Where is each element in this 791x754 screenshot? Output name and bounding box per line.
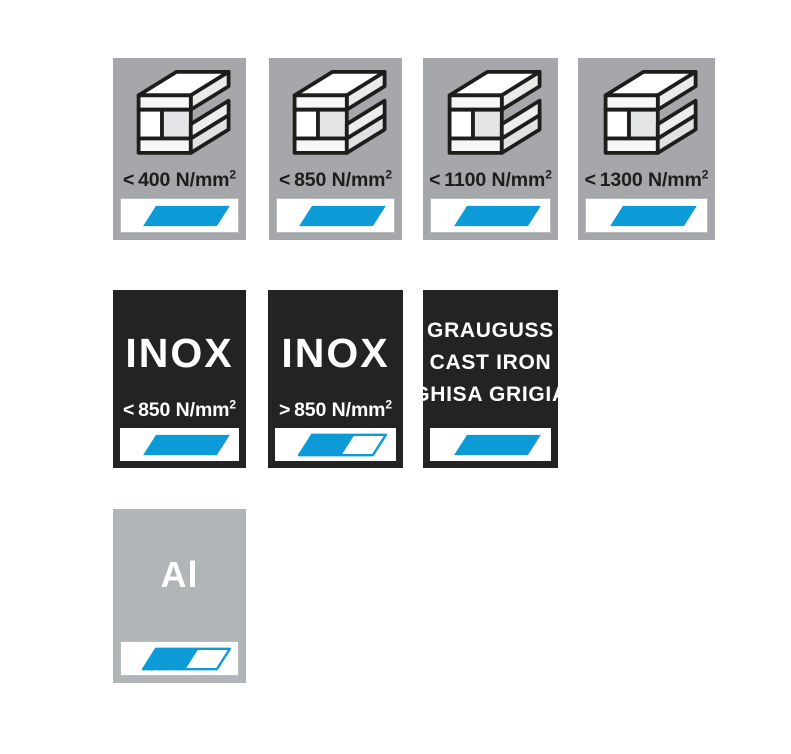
tile-artwork: [113, 58, 246, 171]
caption-unit: N/mm: [331, 398, 386, 421]
swatch-strip-wrap: [268, 428, 403, 468]
caption-unit: N/mm: [175, 398, 230, 421]
swatch-strip: [120, 198, 239, 233]
swatch-strip: [275, 428, 396, 461]
tile-steel-850[interactable]: < 850 N/mm2: [269, 58, 402, 240]
tile-inox-below-850[interactable]: INOX < 850 N/mm2: [113, 290, 246, 468]
caption-exponent: 2: [229, 397, 237, 411]
tile-artwork: Al: [113, 509, 246, 641]
caption-value: 850: [294, 168, 327, 191]
swatch-strip-wrap: [113, 428, 246, 468]
tile-inox-above-850[interactable]: INOX > 850 N/mm2: [268, 290, 403, 468]
caption-unit: N/mm: [175, 168, 230, 191]
strength-caption: < 850 N/mm2: [113, 398, 246, 429]
caption-operator: <: [584, 168, 596, 191]
swatch-strip: [276, 198, 395, 233]
caption-exponent: 2: [545, 167, 552, 181]
tile-steel-1100[interactable]: < 1100 N/mm2: [423, 58, 558, 240]
swatch-strip: [120, 641, 239, 676]
tile-artwork: [269, 58, 402, 171]
parallelogram-full-icon: [128, 204, 232, 228]
parallelogram-full-icon: [284, 204, 388, 228]
caption-operator: <: [122, 398, 135, 421]
caption-operator: <: [122, 168, 135, 191]
i-beam-icon: [282, 68, 390, 164]
caption-value: 1300: [599, 168, 643, 191]
tile-aluminium[interactable]: Al: [113, 509, 246, 683]
swatch-strip-wrap: [423, 428, 558, 468]
swatch-strip: [430, 198, 551, 233]
tile-artwork: INOX: [113, 290, 246, 401]
swatch-strip: [120, 428, 239, 461]
cast-iron-line-de: GRAUGUSS: [427, 318, 554, 342]
tile-artwork: INOX: [268, 290, 403, 401]
caption-value: 850: [138, 398, 171, 421]
strength-caption: < 400 N/mm2: [113, 168, 246, 199]
parallelogram-full-icon: [595, 204, 699, 228]
caption-value: 850: [294, 398, 327, 421]
caption-operator: <: [278, 168, 291, 191]
i-beam-icon: [593, 68, 701, 164]
swatch-strip-wrap: [113, 641, 246, 683]
parallelogram-full-icon: [439, 204, 543, 228]
parallelogram-full-icon: [128, 433, 232, 457]
caption-value: 400: [138, 168, 171, 191]
caption-exponent: 2: [385, 167, 393, 181]
cast-iron-line-en: CAST IRON: [429, 350, 552, 374]
caption-exponent: 2: [701, 167, 709, 181]
caption-exponent: 2: [229, 167, 237, 181]
tile-artwork: [578, 58, 715, 171]
caption-operator: >: [278, 398, 291, 421]
i-beam-icon: [437, 68, 545, 164]
wordmark-aluminium: Al: [160, 554, 199, 595]
caption-unit: N/mm: [648, 168, 702, 191]
swatch-strip-wrap: [269, 198, 402, 240]
tile-artwork: [423, 58, 558, 171]
wordmark-inox: INOX: [281, 329, 390, 376]
swatch-strip-wrap: [113, 198, 246, 240]
caption-value: 1100: [444, 168, 487, 191]
tile-steel-1300[interactable]: < 1300 N/mm2: [578, 58, 715, 240]
swatch-strip-wrap: [578, 198, 715, 240]
swatch-strip-wrap: [423, 198, 558, 240]
swatch-strip: [430, 428, 551, 461]
parallelogram-half-icon: [128, 647, 232, 671]
strength-caption: < 850 N/mm2: [269, 168, 402, 199]
tile-steel-400[interactable]: < 400 N/mm2: [113, 58, 246, 240]
strength-caption: < 1300 N/mm2: [578, 168, 715, 199]
caption-operator: <: [429, 168, 441, 191]
swatch-strip: [585, 198, 708, 233]
wordmark-inox: INOX: [125, 329, 234, 376]
caption-unit: N/mm: [491, 168, 546, 191]
caption-unit: N/mm: [331, 168, 386, 191]
i-beam-icon: [126, 68, 234, 164]
strength-caption: > 850 N/mm2: [268, 398, 403, 429]
parallelogram-half-icon: [284, 433, 388, 457]
strength-caption: < 1100 N/mm2: [423, 168, 558, 199]
caption-exponent: 2: [385, 397, 393, 411]
parallelogram-full-icon: [439, 433, 543, 457]
